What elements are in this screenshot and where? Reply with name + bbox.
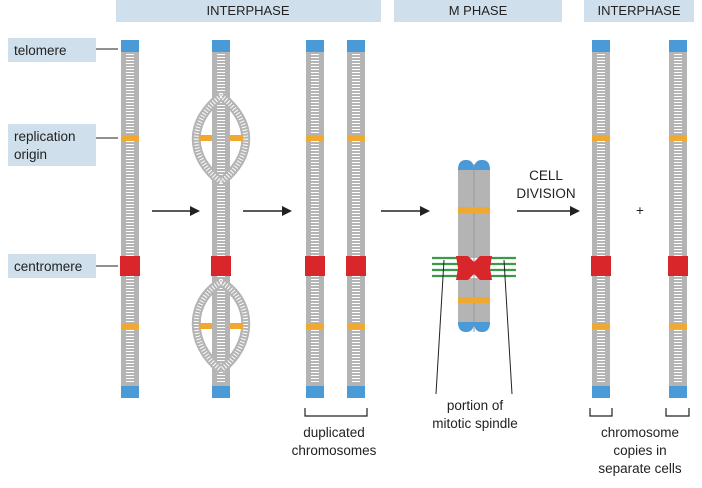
duplicated-label-line2: chromosomes (292, 443, 377, 458)
chromosome-duplicated-a-centromere (305, 256, 325, 276)
duplicated-bracket (304, 408, 368, 417)
arrow-cell-division (517, 206, 580, 216)
chromosome-duplicated-b-telomere-bottom (347, 386, 365, 398)
header-m-phase-bar (394, 0, 562, 22)
chromosome-duplicated-b-telomere-top (347, 40, 365, 52)
chromosome-duplicated-a-origin-lower (306, 323, 324, 329)
chromosome-unreplicated-origin-upper (121, 135, 139, 141)
arrow-3 (381, 206, 430, 216)
replication-origin-label-line2: origin (14, 147, 47, 162)
chromosome-copy-b-telomere-top (669, 40, 687, 52)
chromosome-copy-b-telomere-bottom (669, 386, 687, 398)
header-interphase-left-bar (116, 0, 381, 22)
chromosome-unreplicated-telomere-bottom (121, 386, 139, 398)
chromosome-copy-a-origin-lower (592, 323, 610, 329)
chromosome-unreplicated-origin-lower (121, 323, 139, 329)
copies-label-line3: separate cells (598, 461, 682, 476)
header-interphase-left: INTERPHASE (206, 3, 289, 18)
spindle-leader-left (435, 259, 445, 395)
plus-sign: + (636, 203, 644, 218)
chromosome-duplicated-b-centromere (346, 256, 366, 276)
telomere-label: telomere (14, 43, 67, 58)
duplicated-label-line1: duplicated (303, 425, 365, 440)
centromere-label-box (8, 254, 96, 278)
chromosome-copy-b-origin-upper (669, 135, 687, 141)
chromosome-replicating-centromere (211, 256, 231, 276)
arrow-1 (152, 206, 200, 216)
chromosome-copy-b-centromere (668, 256, 688, 276)
copy-bracket-left (589, 408, 613, 417)
chromosome-copy-b-origin-lower (669, 323, 687, 329)
chromosome-duplicated-b-origin-upper (347, 135, 365, 141)
spindle-leader-right (503, 259, 513, 395)
cell-division-label-line1: CELL (529, 168, 563, 183)
header-interphase-right: INTERPHASE (597, 3, 680, 18)
chromosome-unreplicated-telomere-top (121, 40, 139, 52)
chromosome-duplicated-a-origin-upper (306, 135, 324, 141)
copy-bracket-right (665, 408, 690, 417)
chromosome-copy-a-centromere (591, 256, 611, 276)
mitotic-chromosome (432, 160, 516, 332)
chromosome-strands (120, 40, 688, 398)
copies-label-line2: copies in (613, 443, 666, 458)
chromosome-duplicated-b-origin-lower (347, 323, 365, 329)
chromosome-duplicated-a-telomere-bottom (306, 386, 324, 398)
spindle-label-line2: mitotic spindle (432, 416, 518, 431)
replication-origin-label-line1: replication (14, 129, 76, 144)
header-m-phase: M PHASE (449, 3, 508, 18)
arrow-2 (243, 206, 292, 216)
cell-division-label-line2: DIVISION (516, 186, 575, 201)
replication-bubble-upper (191, 92, 251, 186)
chromosome-copy-a-telomere-top (592, 40, 610, 52)
chromosome-copy-a-telomere-bottom (592, 386, 610, 398)
chromosome-replicating-telomere-top (212, 40, 230, 52)
chromosome-replicating-telomere-bottom (212, 386, 230, 398)
header-interphase-right-bar (584, 0, 694, 22)
replication-bubble-lower (191, 278, 251, 374)
telomere-label-box (8, 38, 96, 62)
copies-label-line1: chromosome (601, 425, 679, 440)
replication-origin-label-box (8, 124, 96, 166)
chromosome-copy-a-origin-upper (592, 135, 610, 141)
chromosome-unreplicated-centromere (120, 256, 140, 276)
chromosome-duplicated-a-telomere-top (306, 40, 324, 52)
centromere-label: centromere (14, 259, 82, 274)
mitotic-centromere (456, 256, 492, 280)
spindle-label-line1: portion of (447, 398, 504, 413)
